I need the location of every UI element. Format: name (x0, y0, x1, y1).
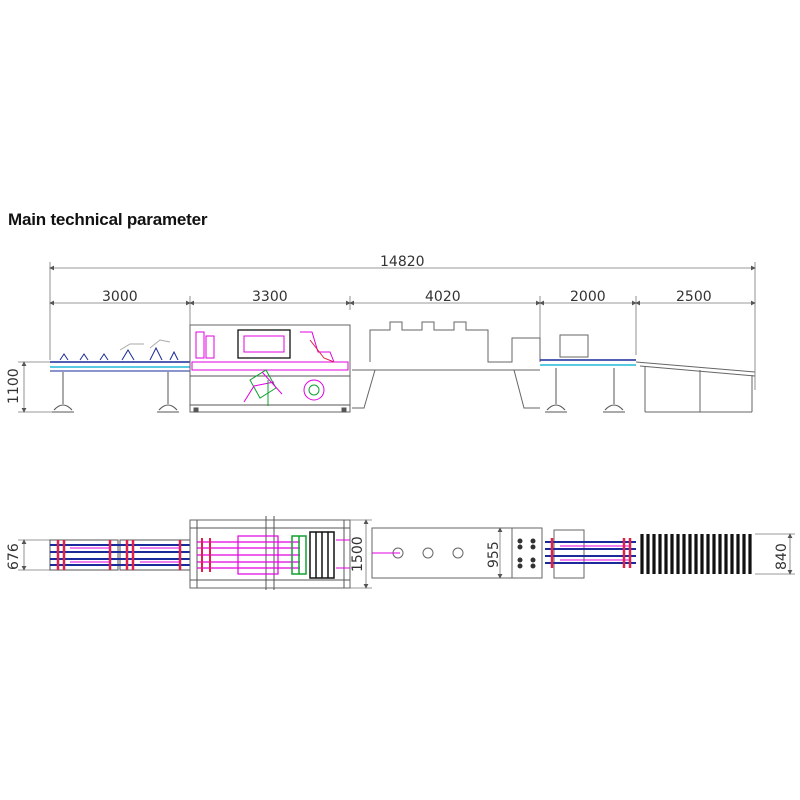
output-table-side (635, 361, 756, 413)
output-table-top (640, 534, 752, 574)
page-title: Main technical parameter (8, 210, 208, 229)
cooling-conveyor-top (545, 529, 636, 579)
shrink-tunnel-side (352, 321, 541, 409)
side-view (50, 321, 756, 413)
dimension-section-3: 4020 (425, 289, 461, 305)
dimension-width-tunnel: 955 (486, 541, 502, 568)
shrink-tunnel-top (371, 527, 543, 579)
wrapping-machine-top (189, 516, 372, 590)
dimension-width-infeed: 676 (6, 543, 22, 570)
dimension-total-length: 14820 (380, 254, 425, 270)
top-view (18, 516, 795, 590)
dimension-section-5: 2500 (676, 289, 712, 305)
infeed-conveyor-side (50, 339, 190, 413)
dimension-lines (18, 262, 756, 413)
dimension-section-2: 3300 (252, 289, 288, 305)
dimension-width-wrapper: 1500 (350, 536, 366, 572)
dimension-side-height: 1100 (6, 368, 22, 404)
cooling-conveyor-side (540, 334, 636, 413)
dimension-section-1: 3000 (102, 289, 138, 305)
wrapping-machine-side (189, 324, 351, 413)
dimension-section-4: 2000 (570, 289, 606, 305)
infeed-conveyor-top (49, 539, 191, 571)
dimension-width-outfeed: 840 (774, 543, 790, 570)
